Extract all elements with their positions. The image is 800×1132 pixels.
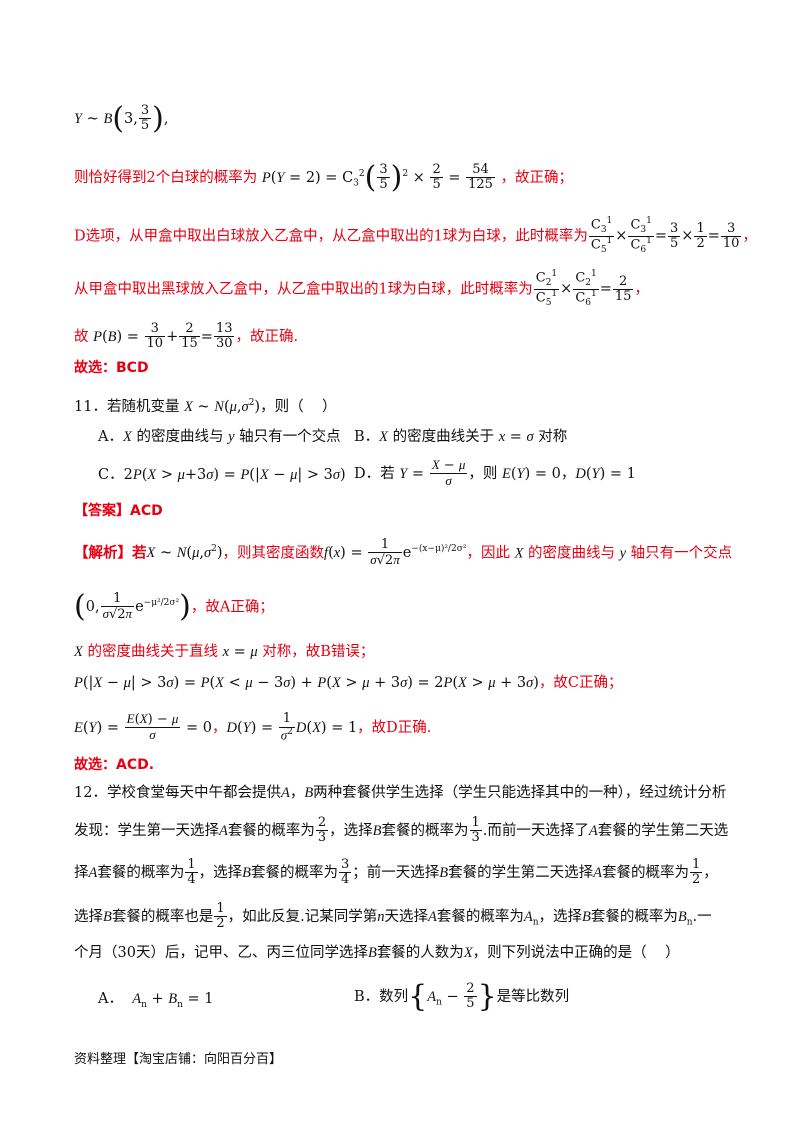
line-choice-bcd: 故选：BCD (74, 360, 149, 376)
question-12-line-5: 个月（30天）后，记甲、乙、丙三位同学选择B套餐的人数为X，则下列说法中正确的是… (74, 945, 680, 961)
q11-option-b: B．X 的密度曲线关于 x = σ 对称 (354, 429, 568, 445)
analysis-choice-acd: 故选：ACD. (74, 757, 155, 773)
analysis-line-4: P(|X − μ| > 3σ) = P(X < μ − 3σ) + P(X > … (74, 675, 623, 691)
analysis-line-3: X 的密度曲线关于直线 x = μ 对称，故B错误； (74, 644, 375, 660)
q11-option-a: A．X 的密度曲线与 y 轴只有一个交点 (98, 429, 341, 445)
answer-label: 【答案】ACD (74, 503, 163, 519)
question-12-line-1: 12．学校食堂每天中午都会提供A，B两种套餐供学生选择（学生只能选择其中的一种）… (74, 785, 727, 801)
question-11: 11．若随机变量 X ~ N(μ,σ2)，则（ ） (74, 398, 337, 415)
q11-option-c: C．2P(X > μ+3σ) = P(|X − μ| > 3σ) (98, 467, 346, 483)
footer-source: 资料整理【淘宝店铺：向阳百分百】 (74, 1052, 283, 1067)
q12-option-a: A． An + Bn = 1 (98, 991, 214, 1010)
